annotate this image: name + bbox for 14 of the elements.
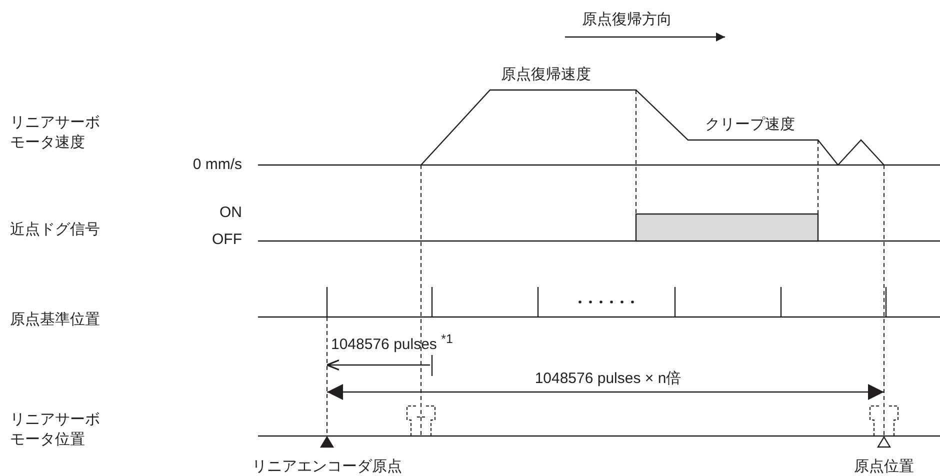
- axis-label: 近点ドグ信号: [10, 221, 100, 239]
- axis-label: 原点基準位置: [10, 311, 100, 329]
- axis-label: リニアサーボモータ位置: [10, 410, 101, 450]
- point-label: 原点位置: [854, 458, 914, 476]
- dimension-label: 1048576 pulses × n倍: [534, 370, 682, 388]
- state-label: ON: [220, 204, 242, 222]
- point-label: リニアエンコーダ原点: [252, 458, 402, 476]
- dimension-label: 1048576 pulses $^{*1}$: [331, 331, 453, 354]
- direction-label: 原点復帰方向: [582, 11, 672, 29]
- axis-label: リニアサーボモータ速度: [10, 113, 101, 153]
- state-label: OFF: [212, 231, 242, 249]
- speed-label: クリープ速度: [705, 116, 795, 134]
- axis-value: 0 mm/s: [192, 156, 242, 174]
- speed-label: 原点復帰速度: [501, 66, 591, 84]
